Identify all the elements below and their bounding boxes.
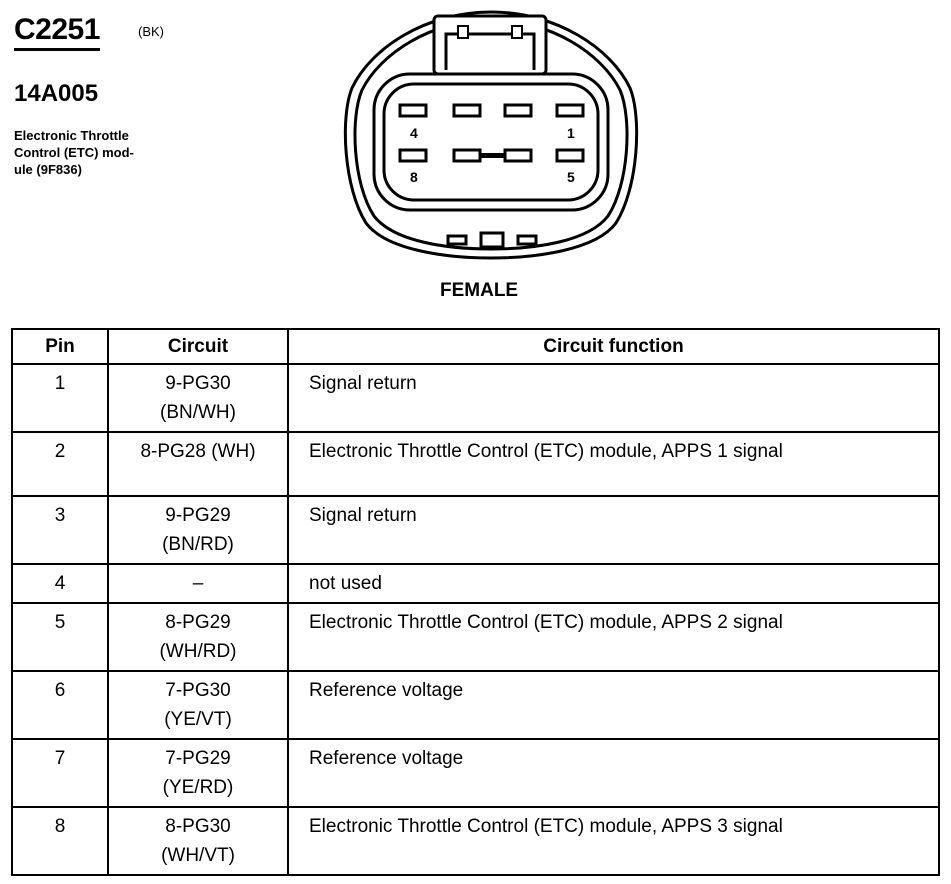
pin-cavity — [555, 148, 585, 163]
pin-label: 4 — [410, 125, 418, 141]
circuit-id: 7-PG30 (YE/VT) — [107, 670, 289, 740]
circuit-line: 7-PG30 — [165, 680, 231, 701]
circuit-line: 9-PG29 — [165, 505, 231, 526]
pin-number: 4 — [11, 563, 109, 604]
circuit-line: (WH/RD) — [159, 641, 237, 662]
pin-label: 5 — [567, 169, 575, 185]
pin-number: 6 — [11, 670, 109, 740]
table-row: 3 9-PG29 (BN/RD) Signal return — [11, 495, 940, 565]
pin-cavity — [398, 103, 428, 118]
pin-number: 1 — [11, 363, 109, 433]
circuit-function: Signal return — [287, 363, 940, 433]
pin-number: 5 — [11, 602, 109, 672]
table-row: 2 8-PG28 (WH) Electronic Throttle Control … — [11, 431, 940, 497]
pin-cavity-frame — [372, 72, 610, 212]
table-row: 6 7-PG30 (YE/VT) Reference voltage — [11, 670, 940, 740]
pin-number: 2 — [11, 431, 109, 497]
circuit-line: 8-PG29 — [165, 612, 231, 633]
connector-id: C2251 — [14, 14, 100, 51]
circuit-id: 8-PG28 (WH) — [107, 431, 289, 497]
circuit-line: (YE/RD) — [162, 777, 234, 798]
circuit-id: 8-PG29 (WH/RD) — [107, 602, 289, 672]
circuit-id: 9-PG29 (BN/RD) — [107, 495, 289, 565]
circuit-line: 8-PG30 — [165, 816, 231, 837]
key-slot — [479, 231, 505, 249]
pin-cavity — [452, 103, 482, 118]
pin-cavity — [503, 103, 533, 118]
header-circuit-function: Circuit function — [287, 328, 940, 365]
connector-outer-shell — [343, 10, 639, 260]
circuit-line: 7-PG29 — [165, 748, 231, 769]
circuit-line: (YE/VT) — [164, 709, 232, 730]
description-line: Control (ETC) mod- — [14, 145, 134, 160]
pin-label: 1 — [567, 125, 575, 141]
pin-number: 3 — [11, 495, 109, 565]
circuit-function: Reference voltage — [287, 738, 940, 808]
circuit-line: 8-PG28 (WH) — [140, 441, 256, 462]
pin-cavity — [555, 103, 585, 118]
pin-number: 8 — [11, 806, 109, 876]
key-slot — [446, 234, 468, 246]
circuit-function: Electronic Throttle Control (ETC) module… — [287, 431, 940, 497]
circuit-line: – — [192, 573, 204, 594]
table-row: 7 7-PG29 (YE/RD) Reference voltage — [11, 738, 940, 808]
table-row: 4 – not used — [11, 563, 940, 604]
color-code: (BK) — [138, 24, 164, 39]
part-number: 14A005 — [14, 80, 99, 107]
circuit-id: 7-PG29 (YE/RD) — [107, 738, 289, 808]
circuit-line: (BN/WH) — [160, 402, 236, 423]
circuit-function: Reference voltage — [287, 670, 940, 740]
header-pin: Pin — [11, 328, 109, 365]
circuit-function: Electronic Throttle Control (ETC) module… — [287, 806, 940, 876]
pin-cavity — [452, 148, 482, 163]
circuit-id: 9-PG30 (BN/WH) — [107, 363, 289, 433]
circuit-line: 9-PG30 — [165, 373, 231, 394]
description-line: ule (9F836) — [14, 162, 82, 177]
component-description: Electronic Throttle Control (ETC) mod- u… — [14, 127, 184, 178]
circuit-function: Electronic Throttle Control (ETC) module… — [287, 602, 940, 672]
table-row: 1 9-PG30 (BN/WH) Signal return — [11, 363, 940, 433]
circuit-line: (WH/VT) — [161, 845, 235, 866]
pin-cavity — [503, 148, 533, 163]
latch — [432, 14, 548, 76]
pin-number: 7 — [11, 738, 109, 808]
key-slot — [516, 234, 538, 246]
description-line: Electronic Throttle — [14, 128, 129, 143]
pin-label: 8 — [410, 169, 418, 185]
connector-face-diagram: 4 1 8 5 — [343, 10, 639, 260]
pinout-table: Pin Circuit Circuit function 1 9-PG30 (BN/… — [11, 328, 940, 876]
table-row: 8 8-PG30 (WH/VT) Electronic Throttle Contro… — [11, 806, 940, 876]
connector-inner-shell — [353, 18, 629, 251]
circuit-id: – — [107, 563, 289, 604]
table-row: 5 8-PG29 (WH/RD) Electronic Throttle Contro… — [11, 602, 940, 672]
pin-cavity — [398, 148, 428, 163]
header-circuit: Circuit — [107, 328, 289, 365]
circuit-line: (BN/RD) — [162, 534, 234, 555]
connector-gender: FEMALE — [440, 280, 519, 301]
circuit-function: Signal return — [287, 495, 940, 565]
circuit-id: 8-PG30 (WH/VT) — [107, 806, 289, 876]
circuit-function: not used — [287, 563, 940, 604]
table-header-row: Pin Circuit Circuit function — [11, 328, 940, 365]
